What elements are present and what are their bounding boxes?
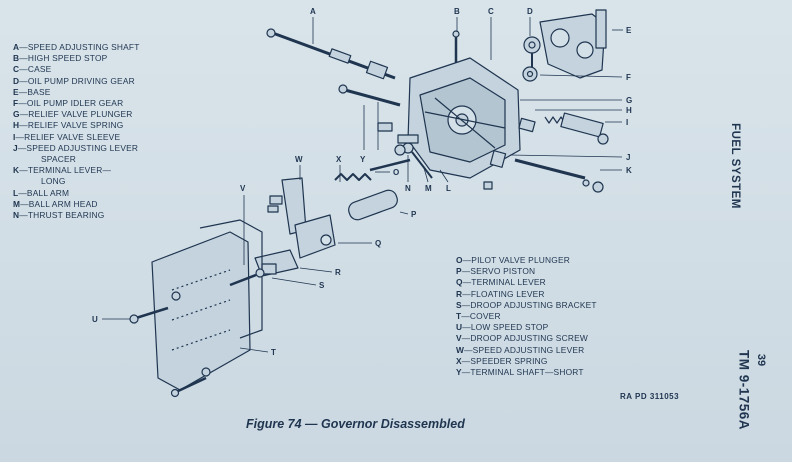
part-case [407,57,521,179]
callout-w: W [295,155,303,164]
part-oil-pump-idler-gear [522,66,538,82]
legend-item-t: T—COVER [456,311,501,322]
legend-item-j: J—SPEED ADJUSTING LEVER [13,142,139,153]
legend-item-m: M—BALL ARM HEAD [13,198,98,209]
callout-s: S [319,281,325,290]
parts-legend-right: O—PILOT VALVE PLUNGER P—SERVO PISTON Q—T… [456,255,597,378]
legend-item-b: B—HIGH SPEED STOP [13,53,108,64]
callout-q: Q [375,239,381,248]
legend-item-e: E—BASE [13,86,51,97]
callout-v: V [240,184,246,193]
callout-k: K [626,166,632,175]
legend-item-l: L—BALL ARM [13,187,70,198]
parts-legend-left: A—SPEED ADJUSTING SHAFT B—HIGH SPEED STO… [13,42,140,221]
part-terminal-shaft-short [338,84,401,132]
callout-r: R [335,268,341,277]
legend-item-a: A—SPEED ADJUSTING SHAFT [13,42,140,52]
legend-item-x: X—SPEEDER SPRING [456,355,548,366]
callout-a: A [310,7,316,16]
legend-item-g: G—RELIEF VALVE PLUNGER [13,109,133,120]
callout-m: M [425,184,432,193]
figure-reference: RA PD 311053 [620,392,680,401]
callout-h: H [626,106,632,115]
callout-f: F [626,73,631,82]
part-servo-piston [348,189,398,221]
callout-j: J [626,153,630,162]
legend-item-r: R—FLOATING LEVER [456,288,545,299]
part-droop-adjusting-screw [229,268,265,287]
legend-item-q: Q—TERMINAL LEVER [456,277,546,288]
legend-item-v: V—DROOP ADJUSTING SCREW [456,333,588,344]
legend-item-w: W—SPEED ADJUSTING LEVER [456,344,585,355]
legend-item-y: Y—TERMINAL SHAFT—SHORT [456,367,584,378]
legend-item-d: D—OIL PUMP DRIVING GEAR [13,75,135,86]
callout-g: G [626,96,632,105]
part-speed-adjusting-shaft [266,28,396,80]
callout-t: T [271,348,276,357]
legend-item-o: O—PILOT VALVE PLUNGER [456,255,571,265]
legend-item-u: U—LOW SPEED STOP [456,322,549,333]
callout-d: D [527,7,533,16]
callout-e: E [626,26,632,35]
legend-item-j-cont: SPACER [41,154,77,165]
legend-item-k: K—TERMINAL LEVER— [13,165,112,176]
callout-o: O [393,168,399,177]
part-pilot-valve-and-spring [334,144,411,181]
section-title-vertical: FUEL SYSTEM [729,123,741,209]
callout-x: X [336,155,342,164]
part-oil-pump-driving-gear [523,36,541,70]
part-cover-bolt [170,376,207,398]
callout-u: U [92,315,98,324]
part-terminal-lever [294,214,336,259]
callout-l: L [446,184,451,193]
legend-item-f: F—OIL PUMP IDLER GEAR [13,98,124,109]
callout-p: P [411,210,417,219]
figure-caption: Figure 74 — Governor Disassembled [246,417,465,431]
legend-item-i: I—RELIEF VALVE SLEEVE [13,131,121,142]
callout-n: N [405,184,411,193]
part-speed-adjusting-lever [267,177,307,235]
manual-number-vertical: TM 9-1756A [736,349,752,431]
legend-item-p: P—SERVO PISTON [456,266,536,277]
legend-item-k-cont: LONG [41,176,66,187]
legend-item-s: S—DROOP ADJUSTING BRACKET [456,299,597,310]
part-cover [151,219,263,391]
part-base [539,9,607,79]
legend-item-h: H—RELIEF VALVE SPRING [13,120,124,131]
callout-y: Y [360,155,366,164]
callout-i: I [626,118,628,127]
part-relief-valve-group [518,112,609,145]
part-terminal-lever-long [489,150,604,193]
callout-b: B [454,7,460,16]
legend-item-c: C—CASE [13,64,52,75]
callout-c: C [488,7,494,16]
page-number-vertical: 39 [755,353,767,367]
legend-item-n: N—THRUST BEARING [13,210,105,221]
